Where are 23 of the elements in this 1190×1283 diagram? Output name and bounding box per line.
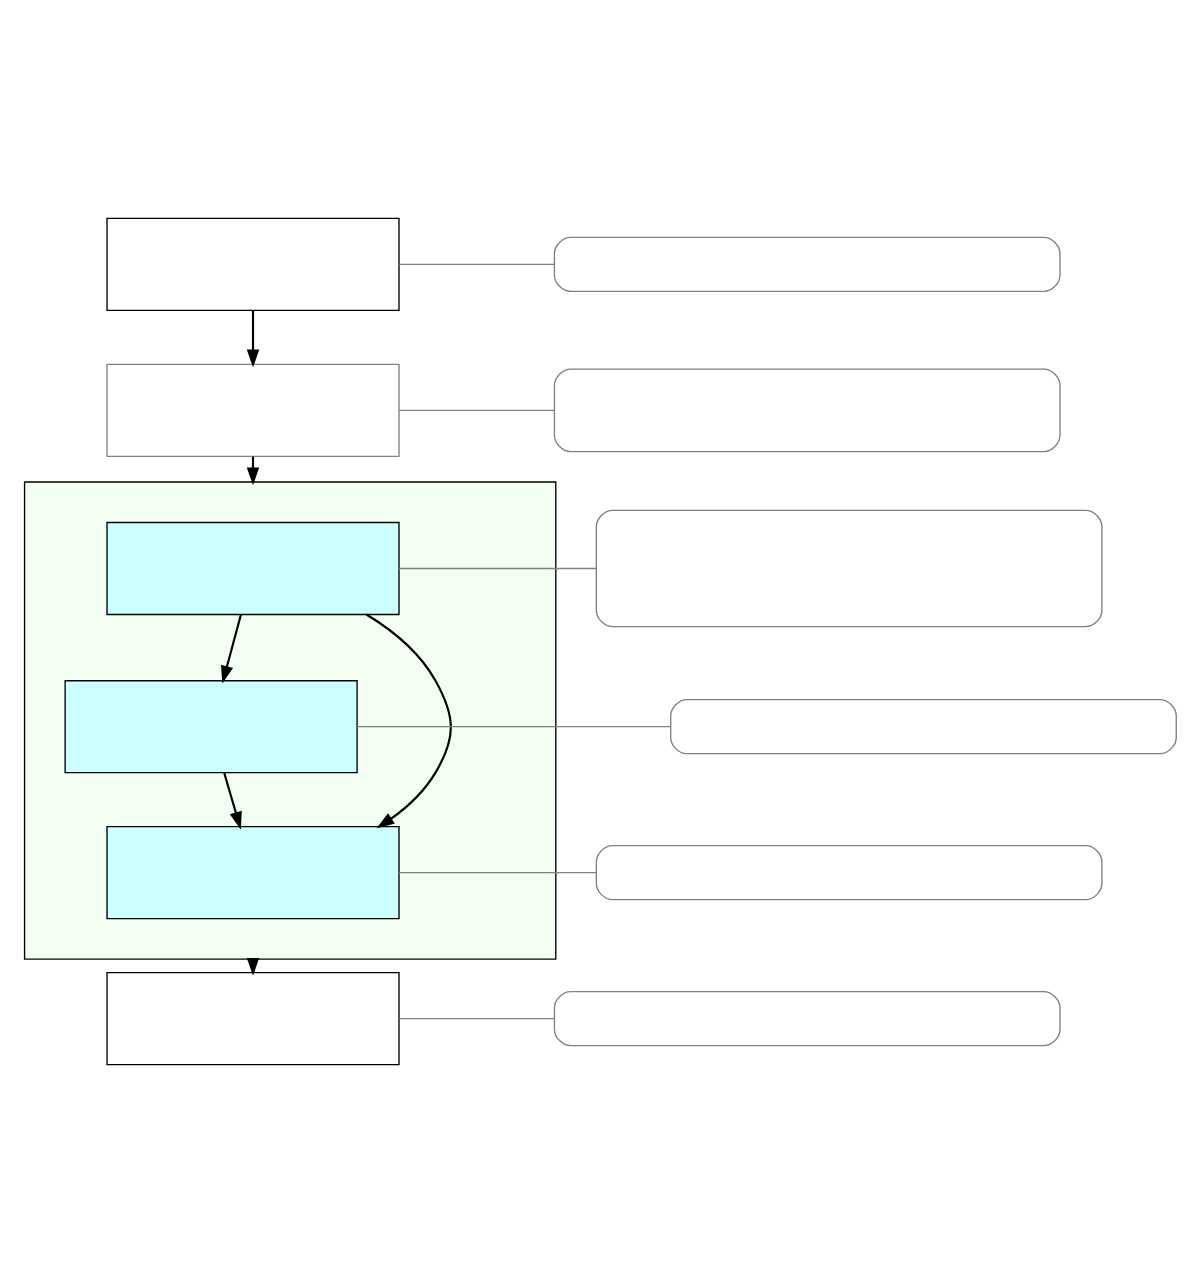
connector xyxy=(398,409,555,412)
arrow xyxy=(246,310,260,368)
node-box xyxy=(64,680,358,774)
node-box xyxy=(106,972,400,1066)
node-box xyxy=(553,236,1061,293)
connector xyxy=(398,263,555,266)
node-box xyxy=(553,368,1061,453)
node-box xyxy=(670,698,1177,755)
cluster xyxy=(23,481,557,960)
node-box xyxy=(106,217,400,311)
node-box xyxy=(106,363,400,457)
connector xyxy=(398,1017,555,1020)
node-box xyxy=(553,990,1061,1047)
node-box xyxy=(106,521,400,616)
connector xyxy=(398,567,597,570)
node-box xyxy=(106,826,400,920)
node-box xyxy=(595,844,1103,901)
node-box xyxy=(595,509,1103,628)
connector xyxy=(398,871,597,874)
arrow xyxy=(220,614,242,684)
arrow xyxy=(365,613,452,829)
connector xyxy=(356,726,671,728)
arrow xyxy=(223,772,242,830)
